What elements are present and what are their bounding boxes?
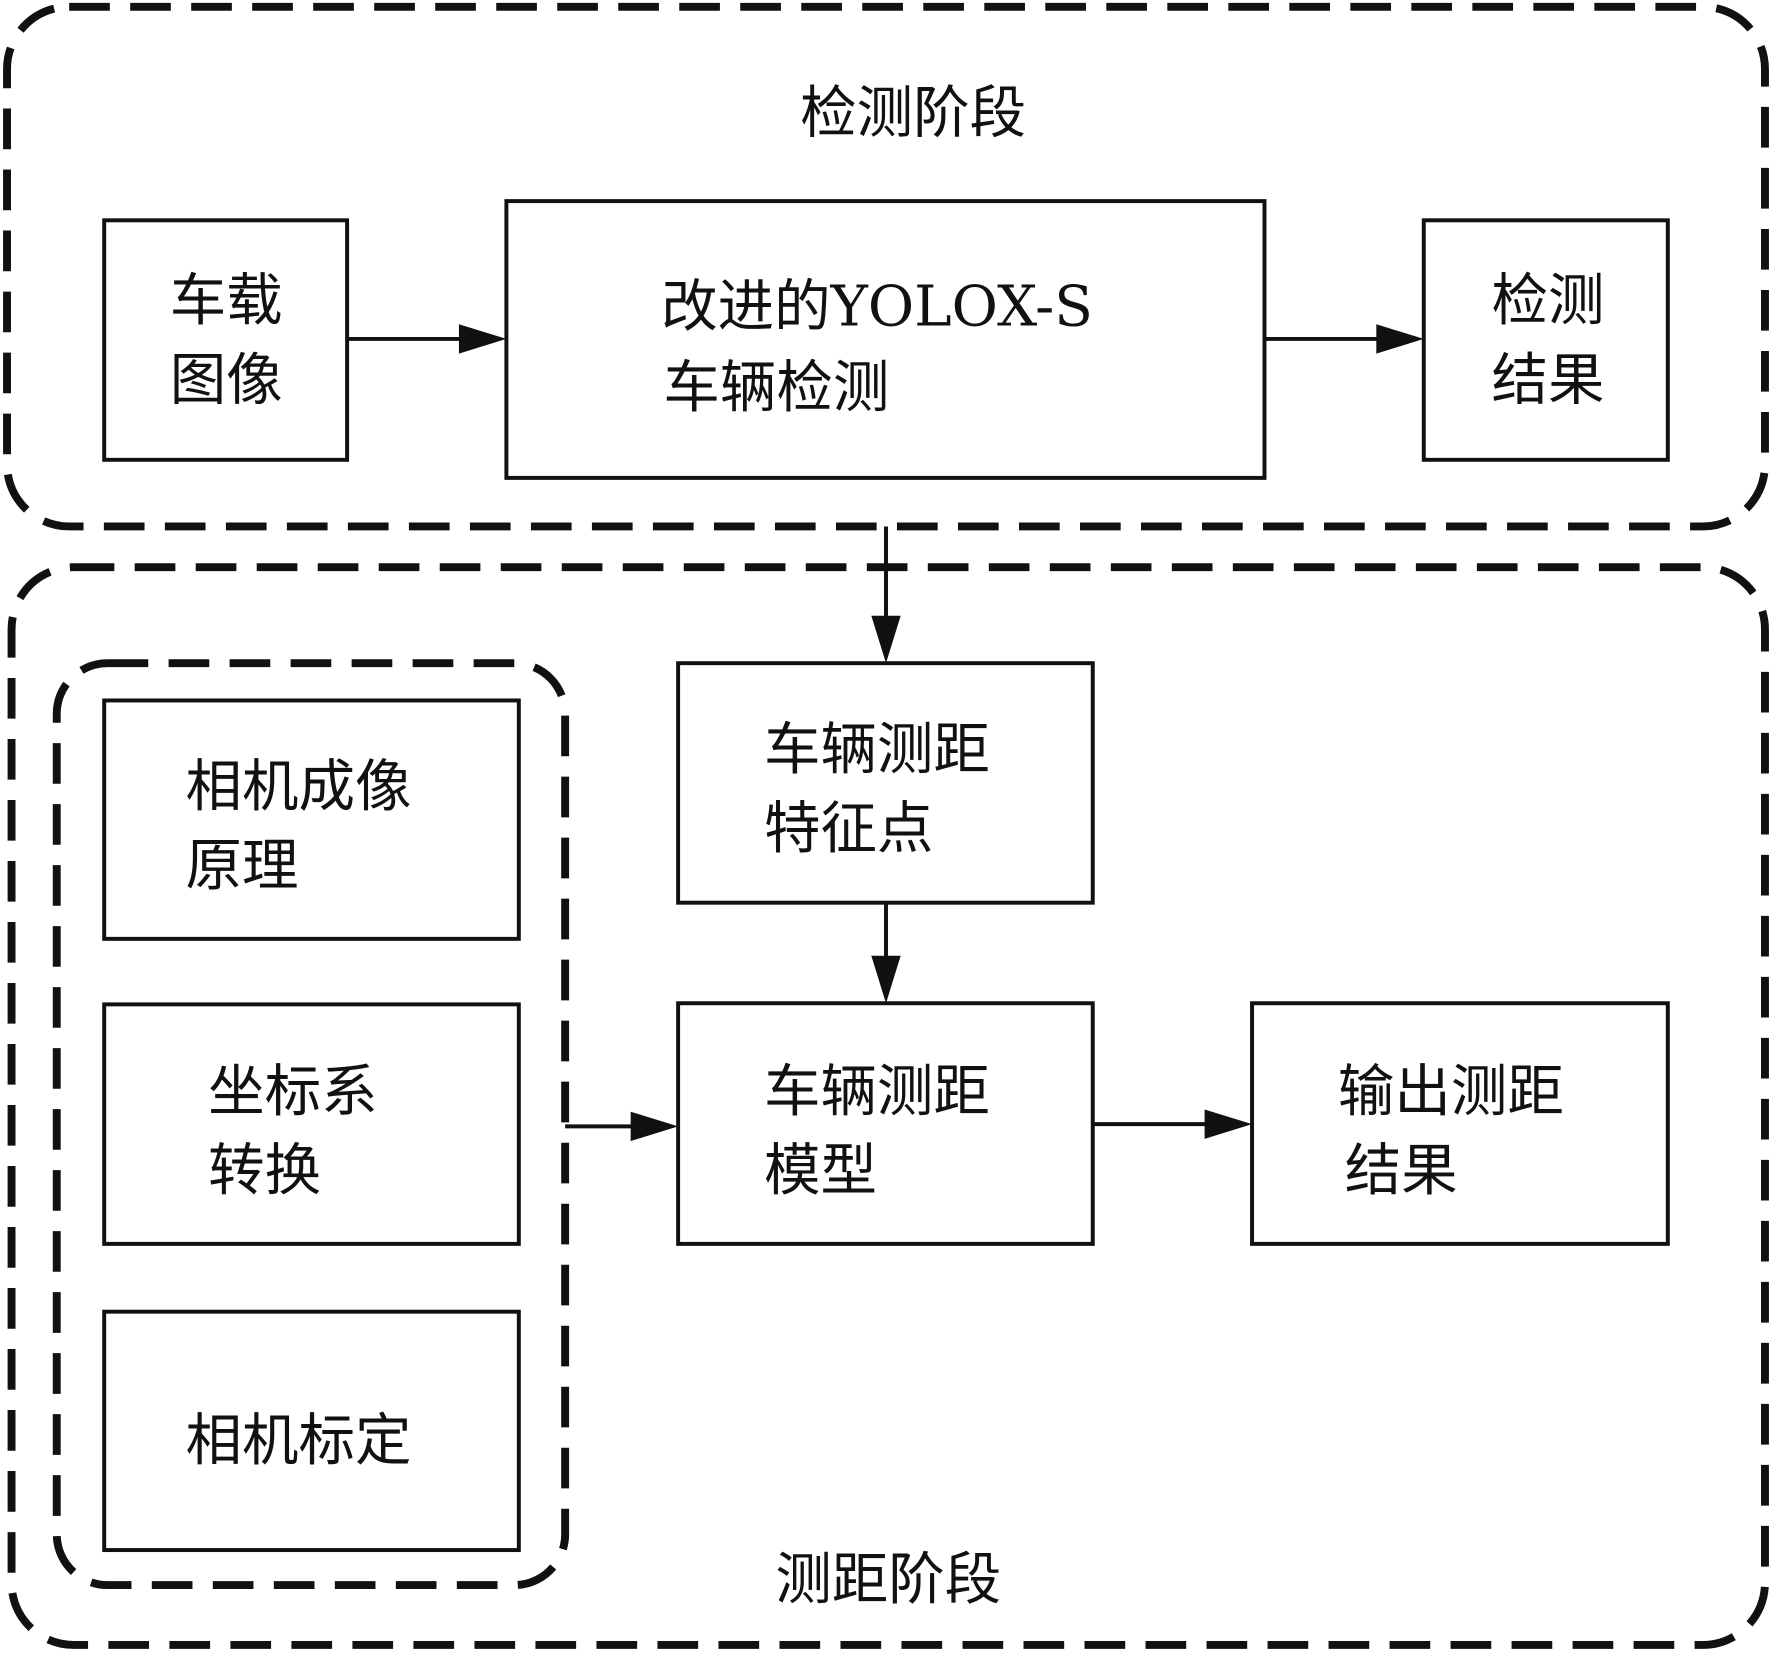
detection-stage-group — [3, 2, 1769, 531]
arrow-detection-to-feature — [871, 526, 901, 664]
svg-text:输出测距: 输出测距 — [1338, 1060, 1564, 1125]
arrow-image-to-yolox — [347, 324, 507, 354]
arrow-model-to-output — [1092, 1109, 1253, 1139]
ranging-stage-group — [7, 563, 1769, 1649]
svg-text:原理: 原理 — [186, 834, 299, 899]
svg-text:车辆测距: 车辆测距 — [764, 1060, 990, 1125]
svg-text:车辆检测: 车辆检测 — [663, 356, 889, 421]
node-ranging-model: 车辆测距 模型 — [676, 1001, 1095, 1246]
arrow-yolox-to-result — [1264, 324, 1424, 354]
svg-text:坐标系: 坐标系 — [208, 1060, 377, 1125]
svg-text:模型: 模型 — [764, 1139, 877, 1204]
svg-text:转换: 转换 — [208, 1139, 321, 1204]
svg-text:相机标定: 相机标定 — [186, 1409, 412, 1474]
node-camera-imaging: 相机成像 原理 — [102, 698, 521, 941]
svg-text:结果: 结果 — [1345, 1139, 1458, 1204]
svg-text:车辆测距: 车辆测距 — [764, 717, 990, 782]
svg-text:改进的YOLOX-S: 改进的YOLOX-S — [661, 274, 1093, 339]
node-yolox-detection: 改进的YOLOX-S 车辆检测 — [504, 199, 1267, 480]
svg-text:车载: 车载 — [170, 269, 283, 334]
node-camera-calibration: 相机标定 — [102, 1309, 521, 1553]
node-feature-points: 车辆测距 特征点 — [676, 661, 1095, 905]
arrow-camera-to-model — [565, 1111, 679, 1142]
svg-text:特征点: 特征点 — [764, 796, 933, 861]
camera-group — [52, 659, 570, 1590]
svg-text:图像: 图像 — [170, 348, 283, 413]
arrow-feature-to-model — [871, 902, 901, 1004]
node-output-result: 输出测距 结果 — [1250, 1001, 1670, 1246]
ranging-stage-title: 测距阶段 — [775, 1548, 1001, 1613]
svg-text:结果: 结果 — [1492, 348, 1605, 413]
node-coordinate-transform: 坐标系 转换 — [102, 1002, 521, 1246]
node-vehicle-image: 车载 图像 — [102, 218, 350, 462]
node-detection-result: 检测 结果 — [1421, 218, 1670, 462]
svg-text:相机成像: 相机成像 — [186, 755, 412, 820]
svg-text:检测: 检测 — [1492, 269, 1605, 334]
detection-stage-title: 检测阶段 — [800, 81, 1026, 146]
